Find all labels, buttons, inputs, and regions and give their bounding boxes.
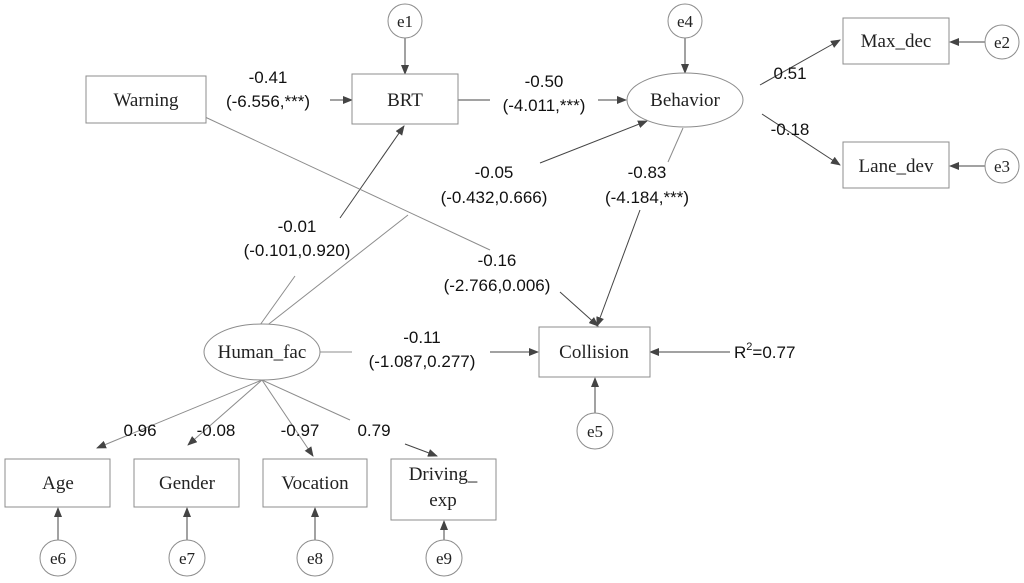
- edge-warning-collision-upper: [204, 116, 491, 251]
- edge-humanfac-drivingexp-start: [261, 379, 351, 421]
- error-e2-label: e2: [994, 33, 1010, 52]
- coef-human-brt: -0.01: [278, 217, 317, 236]
- error-e8: e8: [296, 539, 334, 577]
- node-vocation-label: Vocation: [281, 473, 349, 494]
- node-age-label: Age: [42, 473, 74, 494]
- coef-warning-collision: -0.16: [478, 251, 517, 270]
- node-collision: Collision: [538, 326, 651, 378]
- edge-humanfac-age: [96, 379, 263, 449]
- edge-humanfac-behavior: [539, 120, 648, 164]
- error-e1-label: e1: [397, 12, 413, 31]
- coef-warning-brt: -0.41: [249, 68, 288, 87]
- node-warning-label: Warning: [114, 90, 179, 111]
- edge-humanfac-behavior-low: [264, 214, 409, 328]
- node-collision-label: Collision: [559, 342, 629, 363]
- node-gender: Gender: [133, 458, 240, 508]
- node-warning: Warning: [85, 75, 207, 124]
- edge-behavior-maxdec: [759, 39, 841, 86]
- error-e4: e4: [667, 3, 703, 39]
- edge-humanfac-brt: [339, 125, 405, 219]
- r-squared-label: R2=0.77: [734, 341, 795, 362]
- coef-human-vocation: -0.97: [281, 421, 320, 440]
- error-e8-label: e8: [307, 549, 323, 568]
- edge-warning-collision: [559, 291, 599, 327]
- node-brt-label: BRT: [387, 90, 423, 111]
- error-e3: e3: [984, 148, 1020, 184]
- error-e5-label: e5: [587, 422, 603, 441]
- edge-behavior-lanedev: [761, 113, 841, 166]
- stats-warning-brt: (-6.556,***): [226, 92, 310, 111]
- coef-behavior-maxdec: 0.51: [773, 64, 806, 83]
- node-vocation: Vocation: [262, 458, 368, 508]
- coef-human-age: 0.96: [123, 421, 156, 440]
- stats-warning-collision: (-2.766,0.006): [444, 276, 551, 295]
- node-behavior-label: Behavior: [650, 90, 720, 111]
- error-e6: e6: [39, 539, 77, 577]
- r-squared-prefix: R: [734, 343, 746, 362]
- edge-humanfac-drivingexp: [404, 443, 438, 457]
- coef-human-collision: -0.11: [403, 328, 441, 347]
- node-driving-exp-label-2: exp: [429, 490, 456, 511]
- edge-humanfac-vocation: [261, 379, 314, 457]
- stats-human-brt: (-0.101,0.920): [244, 241, 351, 260]
- error-e7-label: e7: [179, 549, 196, 568]
- error-e2: e2: [984, 24, 1020, 60]
- stats-human-collision: (-1.087,0.277): [369, 352, 476, 371]
- error-e3-label: e3: [994, 157, 1010, 176]
- node-brt: BRT: [351, 73, 459, 125]
- edge-humanfac-gender: [187, 379, 263, 446]
- node-max-dec: Max_dec: [842, 17, 950, 65]
- node-age: Age: [4, 458, 111, 508]
- node-behavior: Behavior: [626, 72, 744, 128]
- node-lane-dev: Lane_dev: [842, 141, 950, 189]
- coef-behavior-collision: -0.83: [628, 163, 667, 182]
- error-e9: e9: [425, 539, 463, 577]
- error-e6-label: e6: [50, 549, 66, 568]
- node-lane-dev-label: Lane_dev: [859, 156, 934, 177]
- edge-humanfac-brt-low: [259, 275, 296, 326]
- edges: [54, 38, 985, 540]
- coef-brt-behavior: -0.50: [525, 72, 564, 91]
- coef-behavior-lanedev: -0.18: [771, 120, 810, 139]
- r-squared-sup: 2: [746, 341, 752, 353]
- error-e7: e7: [168, 539, 206, 577]
- edge-behavior-collision-upper: [667, 127, 684, 163]
- stats-human-behavior: (-0.432,0.666): [441, 188, 548, 207]
- stats-brt-behavior: (-4.011,***): [503, 96, 586, 115]
- error-e4-label: e4: [677, 12, 694, 31]
- node-driving-exp: Driving_ exp: [390, 458, 497, 521]
- node-driving-exp-label-1: Driving_: [409, 464, 478, 485]
- node-max-dec-label: Max_dec: [861, 31, 932, 52]
- coef-human-behavior: -0.05: [475, 163, 514, 182]
- error-e9-label: e9: [436, 549, 452, 568]
- coef-human-gender: -0.08: [197, 421, 236, 440]
- edge-behavior-collision: [596, 209, 641, 327]
- stats-behavior-collision: (-4.184,***): [605, 188, 689, 207]
- node-human-fac: Human_fac: [203, 323, 321, 381]
- node-human-fac-label: Human_fac: [218, 342, 307, 363]
- error-e1: e1: [387, 3, 423, 39]
- error-e5: e5: [576, 412, 614, 450]
- r-squared-value: =0.77: [752, 343, 795, 362]
- coef-human-drivingexp: 0.79: [357, 421, 390, 440]
- node-gender-label: Gender: [159, 473, 216, 494]
